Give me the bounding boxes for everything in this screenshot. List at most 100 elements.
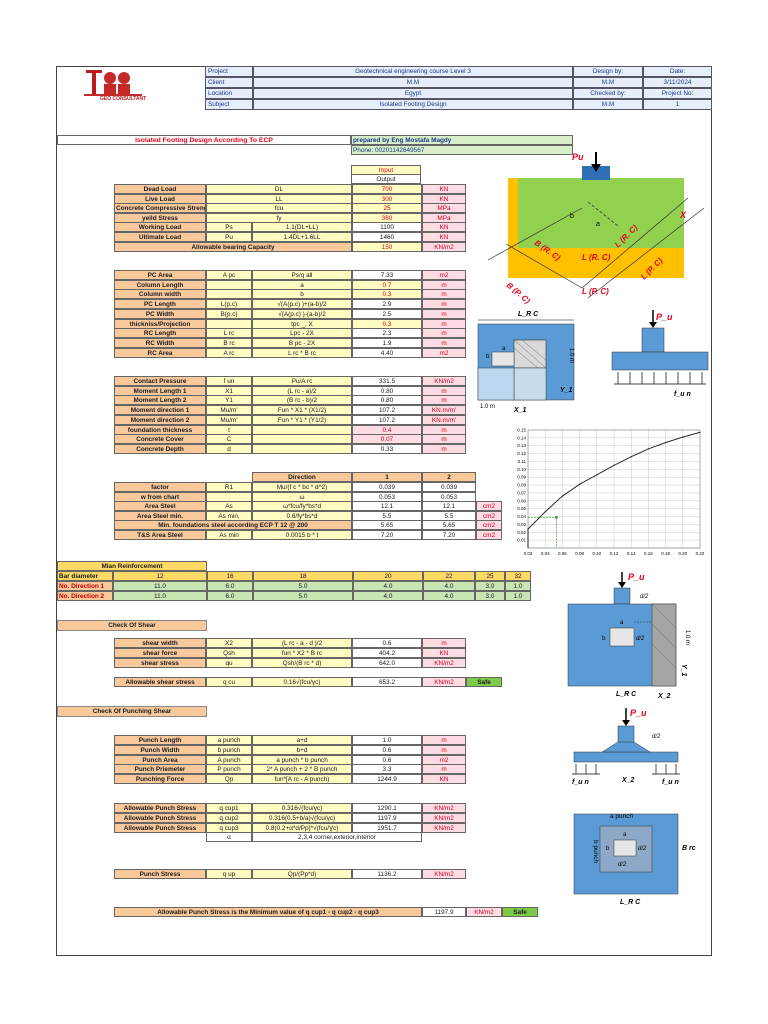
shear-symbol: X2 <box>206 638 252 648</box>
shear-allow-formula: 0.16√(fcu/γc) <box>252 677 352 687</box>
elevation-diagram-1: P_u f_u n <box>611 310 709 398</box>
dim-symbol: A rc <box>206 347 252 358</box>
d2-label: d/2 <box>652 734 661 740</box>
steel-row-formula: ω <box>252 491 352 502</box>
steel-row-symbol: R1 <box>206 482 252 492</box>
header-label-location: Location <box>205 88 253 99</box>
steel-row-name: Area Steel min. <box>114 510 206 521</box>
fu-label: f_u n <box>674 391 691 398</box>
moment-formula: (L rc - a)/2 <box>252 385 352 396</box>
moment-unit: m <box>422 424 466 435</box>
moment-formula: (B rc - b)/2 <box>252 395 352 406</box>
b-label: b <box>602 636 606 642</box>
punching-title: Check Of Punching Shear <box>57 706 207 717</box>
x2-label: X_2 <box>621 777 635 784</box>
moment-unit: KN.m/m' <box>422 405 466 416</box>
dim-unit: m2 <box>422 347 466 358</box>
bar-diameter: 22 <box>423 571 475 581</box>
reinforced-concrete-area <box>518 178 684 248</box>
load-unit: MPa <box>422 203 466 214</box>
moment-symbol: d <box>206 443 252 454</box>
moment-value: 107.2 <box>352 414 422 425</box>
punch-stress-formula: Qp/(Pp*d) <box>252 869 352 879</box>
dim-value: 1.9 <box>352 337 422 348</box>
d2-label-a: d/2 <box>638 846 647 852</box>
bar-count-dir1: 6.0 <box>207 581 253 591</box>
series-point <box>527 528 529 530</box>
load-unit: MPa <box>422 212 466 223</box>
punch-unit: m2 <box>422 754 466 765</box>
moment-unit: m <box>422 385 466 396</box>
shear-formula: (L rc - a - d )/2 <box>252 638 352 648</box>
punch-status-badge: Safe <box>502 907 538 917</box>
bar-diameter: 32 <box>505 571 531 581</box>
date-value: 3/11/2024 <box>643 77 712 88</box>
punch-formula: a+d <box>252 735 352 745</box>
steel-row-name: Min. foundations steel according ECP T 1… <box>114 520 352 531</box>
punch-name: Punch Length <box>114 735 206 745</box>
punch-stress-symbol: q up <box>206 869 252 879</box>
dim-unit: m <box>422 299 466 310</box>
steel-row-symbol: As min. <box>206 510 252 521</box>
y-tick-label: 0.13 <box>517 443 526 448</box>
series-point <box>613 464 615 466</box>
y-tick-label: 0.03 <box>517 522 526 527</box>
steel-row-unit: cm2 <box>476 530 502 540</box>
load-arrowhead-icon <box>622 720 630 726</box>
load-arrowhead-icon <box>649 322 657 328</box>
shear-allow-name: Allowable shear stress <box>114 677 206 687</box>
y-tick-label: 0.08 <box>517 483 526 488</box>
x-tick-label: 0.06 <box>558 551 567 556</box>
steel-row-value-1: 5.65 <box>352 520 422 531</box>
punch-allow-formula: 0.316√(fcu/γc) <box>252 803 352 813</box>
steel-row-name: w from chart <box>114 491 206 502</box>
y-tick-label: 0.05 <box>517 506 526 511</box>
shear-allow-symbol: q cu <box>206 677 252 687</box>
b-label: b <box>606 846 610 852</box>
punch-unit: m <box>422 764 466 775</box>
punch-value: 1.0 <box>352 735 422 745</box>
load-symbol: fy <box>206 212 352 223</box>
load-name: Dead Load <box>114 184 206 194</box>
d2-label-b: d/2 <box>618 862 627 868</box>
bar-count-dir2: 6.0 <box>207 591 253 601</box>
steel-row-formula: 0.6/fy*bs*d <box>252 510 352 521</box>
load-name: Concrete Compressive Strength <box>114 203 206 214</box>
shear-value: 404.2 <box>352 647 422 658</box>
pu-label: P_u <box>656 312 673 322</box>
b-label: b <box>570 213 574 220</box>
a-label: a <box>596 221 600 228</box>
prepared-by: prepared by Eng Mostafa Magdy <box>351 135 573 145</box>
pu-label: P_u <box>628 572 645 582</box>
dim-symbol: A pc <box>206 270 252 280</box>
punching-elevation-diagram: P_u d/2 f_u n f_u n X_2 <box>572 708 680 786</box>
load-symbol: Pu <box>206 232 252 242</box>
steel-row-name: Area Steel <box>114 501 206 512</box>
shear-value: 642.0 <box>352 657 422 668</box>
header-value-subject: Isolated Footing Design <box>253 99 573 110</box>
dim-formula: B pc - 2X <box>252 337 352 348</box>
moment-name: Moment direction 1 <box>114 405 206 416</box>
project-no-value: 1 <box>643 99 712 110</box>
dim-formula: b <box>252 289 352 300</box>
dir2-label: No. Direction 2 <box>57 591 113 601</box>
column-top <box>613 587 631 605</box>
load-formula: 1.1(DL+LL) <box>252 222 352 233</box>
moment-unit: m <box>422 395 466 406</box>
bar-diameter: 25 <box>475 571 505 581</box>
dim-formula: √(A(p.c) )-(a-b)/2 <box>252 308 352 319</box>
dim-value: 2.5 <box>352 308 422 319</box>
column-box <box>613 839 637 857</box>
x-tick-label: 0.16 <box>644 551 653 556</box>
bearing-name: Allowable bearing Capacity <box>114 241 352 252</box>
bpc-label: B (P. C) <box>505 281 532 306</box>
dim-name: PC Length <box>114 299 206 310</box>
shear-unit: KN <box>422 647 466 658</box>
sheet-title: Isolated Footing Design According To ECP <box>57 135 351 145</box>
moment-symbol: Mu/m' <box>206 405 252 416</box>
brc-label: B rc <box>682 845 696 852</box>
shear-allow-unit: KN/m2 <box>422 677 466 687</box>
y-tick-label: 0.11 <box>518 459 527 464</box>
lrc-label: L_R C <box>620 899 641 906</box>
series-line <box>527 431 701 548</box>
